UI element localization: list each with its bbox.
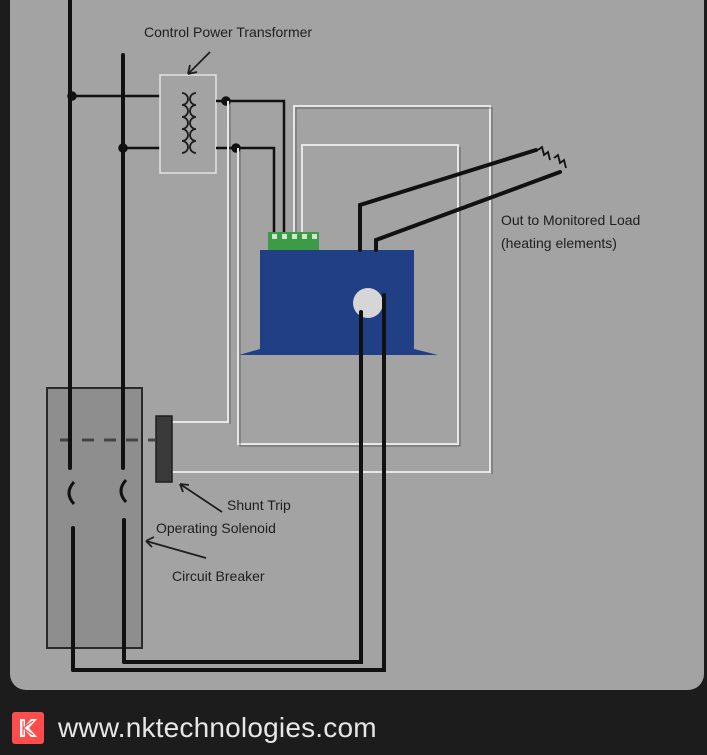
label-arrows (145, 51, 223, 559)
shunt-trip-solenoid (155, 415, 173, 483)
transformer-label: Control Power Transformer (144, 24, 312, 40)
circuit-breaker-label: Circuit Breaker (172, 568, 265, 584)
nk-logo-icon (12, 712, 44, 744)
control-loop-shadow (229, 103, 493, 474)
load-wires (71, 148, 562, 672)
source-url-link[interactable]: www.nktechnologies.com (58, 712, 377, 743)
terminal-block (268, 232, 319, 250)
sensor-aperture (353, 288, 383, 318)
wiring-diagram: Control Power Transformer Out to Monitor… (10, 0, 704, 690)
control-power-transformer (159, 74, 217, 174)
shunt-trip-label-line1: Shunt Trip (227, 497, 291, 513)
shunt-trip-label-line2: Operating Solenoid (156, 520, 276, 536)
circuit-breaker-box (46, 387, 143, 649)
main-line-wires (68, 0, 126, 672)
load-label-line1: Out to Monitored Load (501, 212, 640, 228)
transformer-primary-wires (67, 91, 160, 153)
breaker-contacts (67, 478, 128, 506)
load-wire-ends (537, 145, 567, 169)
transformer-secondary-wires (216, 96, 286, 232)
current-sensor (239, 250, 438, 355)
source-attribution[interactable]: www.nktechnologies.com (12, 708, 377, 748)
load-label-line2: (heating elements) (501, 235, 617, 251)
